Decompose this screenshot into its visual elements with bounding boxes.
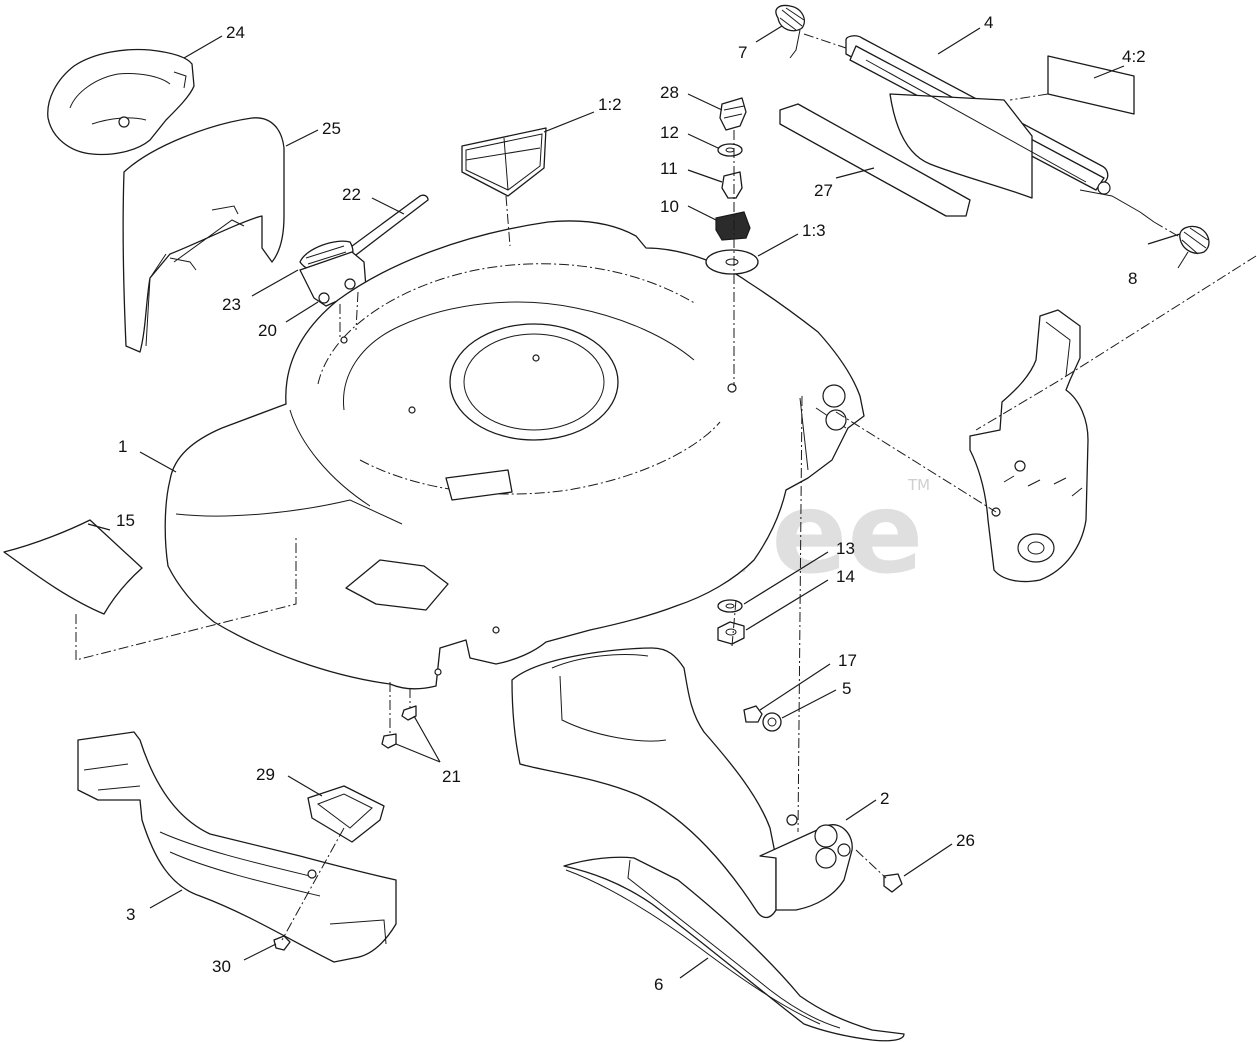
callout-7: 7 xyxy=(738,43,747,62)
callout-5: 5 xyxy=(842,679,851,698)
callout-21: 21 xyxy=(442,767,461,786)
callout-25: 25 xyxy=(322,119,341,138)
callout-2: 2 xyxy=(880,789,889,808)
part-1-2-decal xyxy=(461,127,547,197)
callout-3: 3 xyxy=(126,905,135,924)
part-13-washer xyxy=(717,599,743,613)
watermark-trademark: TM xyxy=(907,476,930,494)
callout-11: 11 xyxy=(660,159,678,178)
callout-27: 27 xyxy=(814,181,833,200)
callout-14: 14 xyxy=(836,567,855,586)
part-24-handle-clip xyxy=(47,48,195,156)
part-22-rod xyxy=(343,194,429,259)
part-7-spring xyxy=(775,4,805,59)
part-10-gear-knob xyxy=(715,211,751,241)
part-26-screw xyxy=(883,873,903,893)
part-3-rear-baffle xyxy=(77,731,397,963)
part-4-2-label xyxy=(1047,55,1135,115)
part-1-3-washer xyxy=(705,249,759,275)
part-29-plug xyxy=(307,785,385,843)
callout-22: 22 xyxy=(342,185,361,204)
callout-4: 4 xyxy=(984,13,993,32)
callout-17: 17 xyxy=(838,651,857,670)
part-8-spring xyxy=(1177,225,1210,269)
right-height-adjust-bracket xyxy=(969,309,1089,583)
part-5-spacer xyxy=(762,712,782,732)
callout-24: 24 xyxy=(226,23,245,42)
callout-30: 30 xyxy=(212,957,231,976)
leader-lines xyxy=(87,25,1181,979)
part-27-foam-strip xyxy=(779,103,971,217)
callout-6: 6 xyxy=(654,975,663,994)
part-4-rear-axle-assembly xyxy=(845,35,1155,223)
part-2-chute-housing xyxy=(511,647,853,919)
part-6-discharge-chute xyxy=(563,856,905,1042)
callout-29: 29 xyxy=(256,765,275,784)
part-15-decal xyxy=(3,519,143,615)
part-1-mower-deck xyxy=(164,220,865,690)
callout-26: 26 xyxy=(956,831,975,850)
callout-4-2: 4:2 xyxy=(1122,47,1146,66)
callout-23: 23 xyxy=(222,295,241,314)
part-30-screw xyxy=(273,935,291,951)
part-14-nut xyxy=(717,621,745,645)
callout-13: 13 xyxy=(836,539,855,558)
callout-labels: 24 25 22 23 20 1:2 28 12 11 10 1:3 7 4 4… xyxy=(116,13,1146,994)
phantom-assembly-lines xyxy=(75,33,1257,941)
callout-20: 20 xyxy=(258,321,277,340)
callout-1: 1 xyxy=(118,437,127,456)
part-11-sleeve xyxy=(721,171,743,199)
callout-15: 15 xyxy=(116,511,135,530)
part-28-knob xyxy=(719,97,747,131)
callout-12: 12 xyxy=(660,123,679,142)
part-17-nut xyxy=(743,705,763,723)
callout-8: 8 xyxy=(1128,269,1137,288)
part-12-washer xyxy=(717,143,743,157)
part-21-bolts xyxy=(381,705,417,749)
callout-10: 10 xyxy=(660,197,679,216)
callout-1-2: 1:2 xyxy=(598,95,622,114)
part-25-rear-flap xyxy=(122,117,285,353)
callout-28: 28 xyxy=(660,83,679,102)
callout-1-3: 1:3 xyxy=(802,221,826,240)
